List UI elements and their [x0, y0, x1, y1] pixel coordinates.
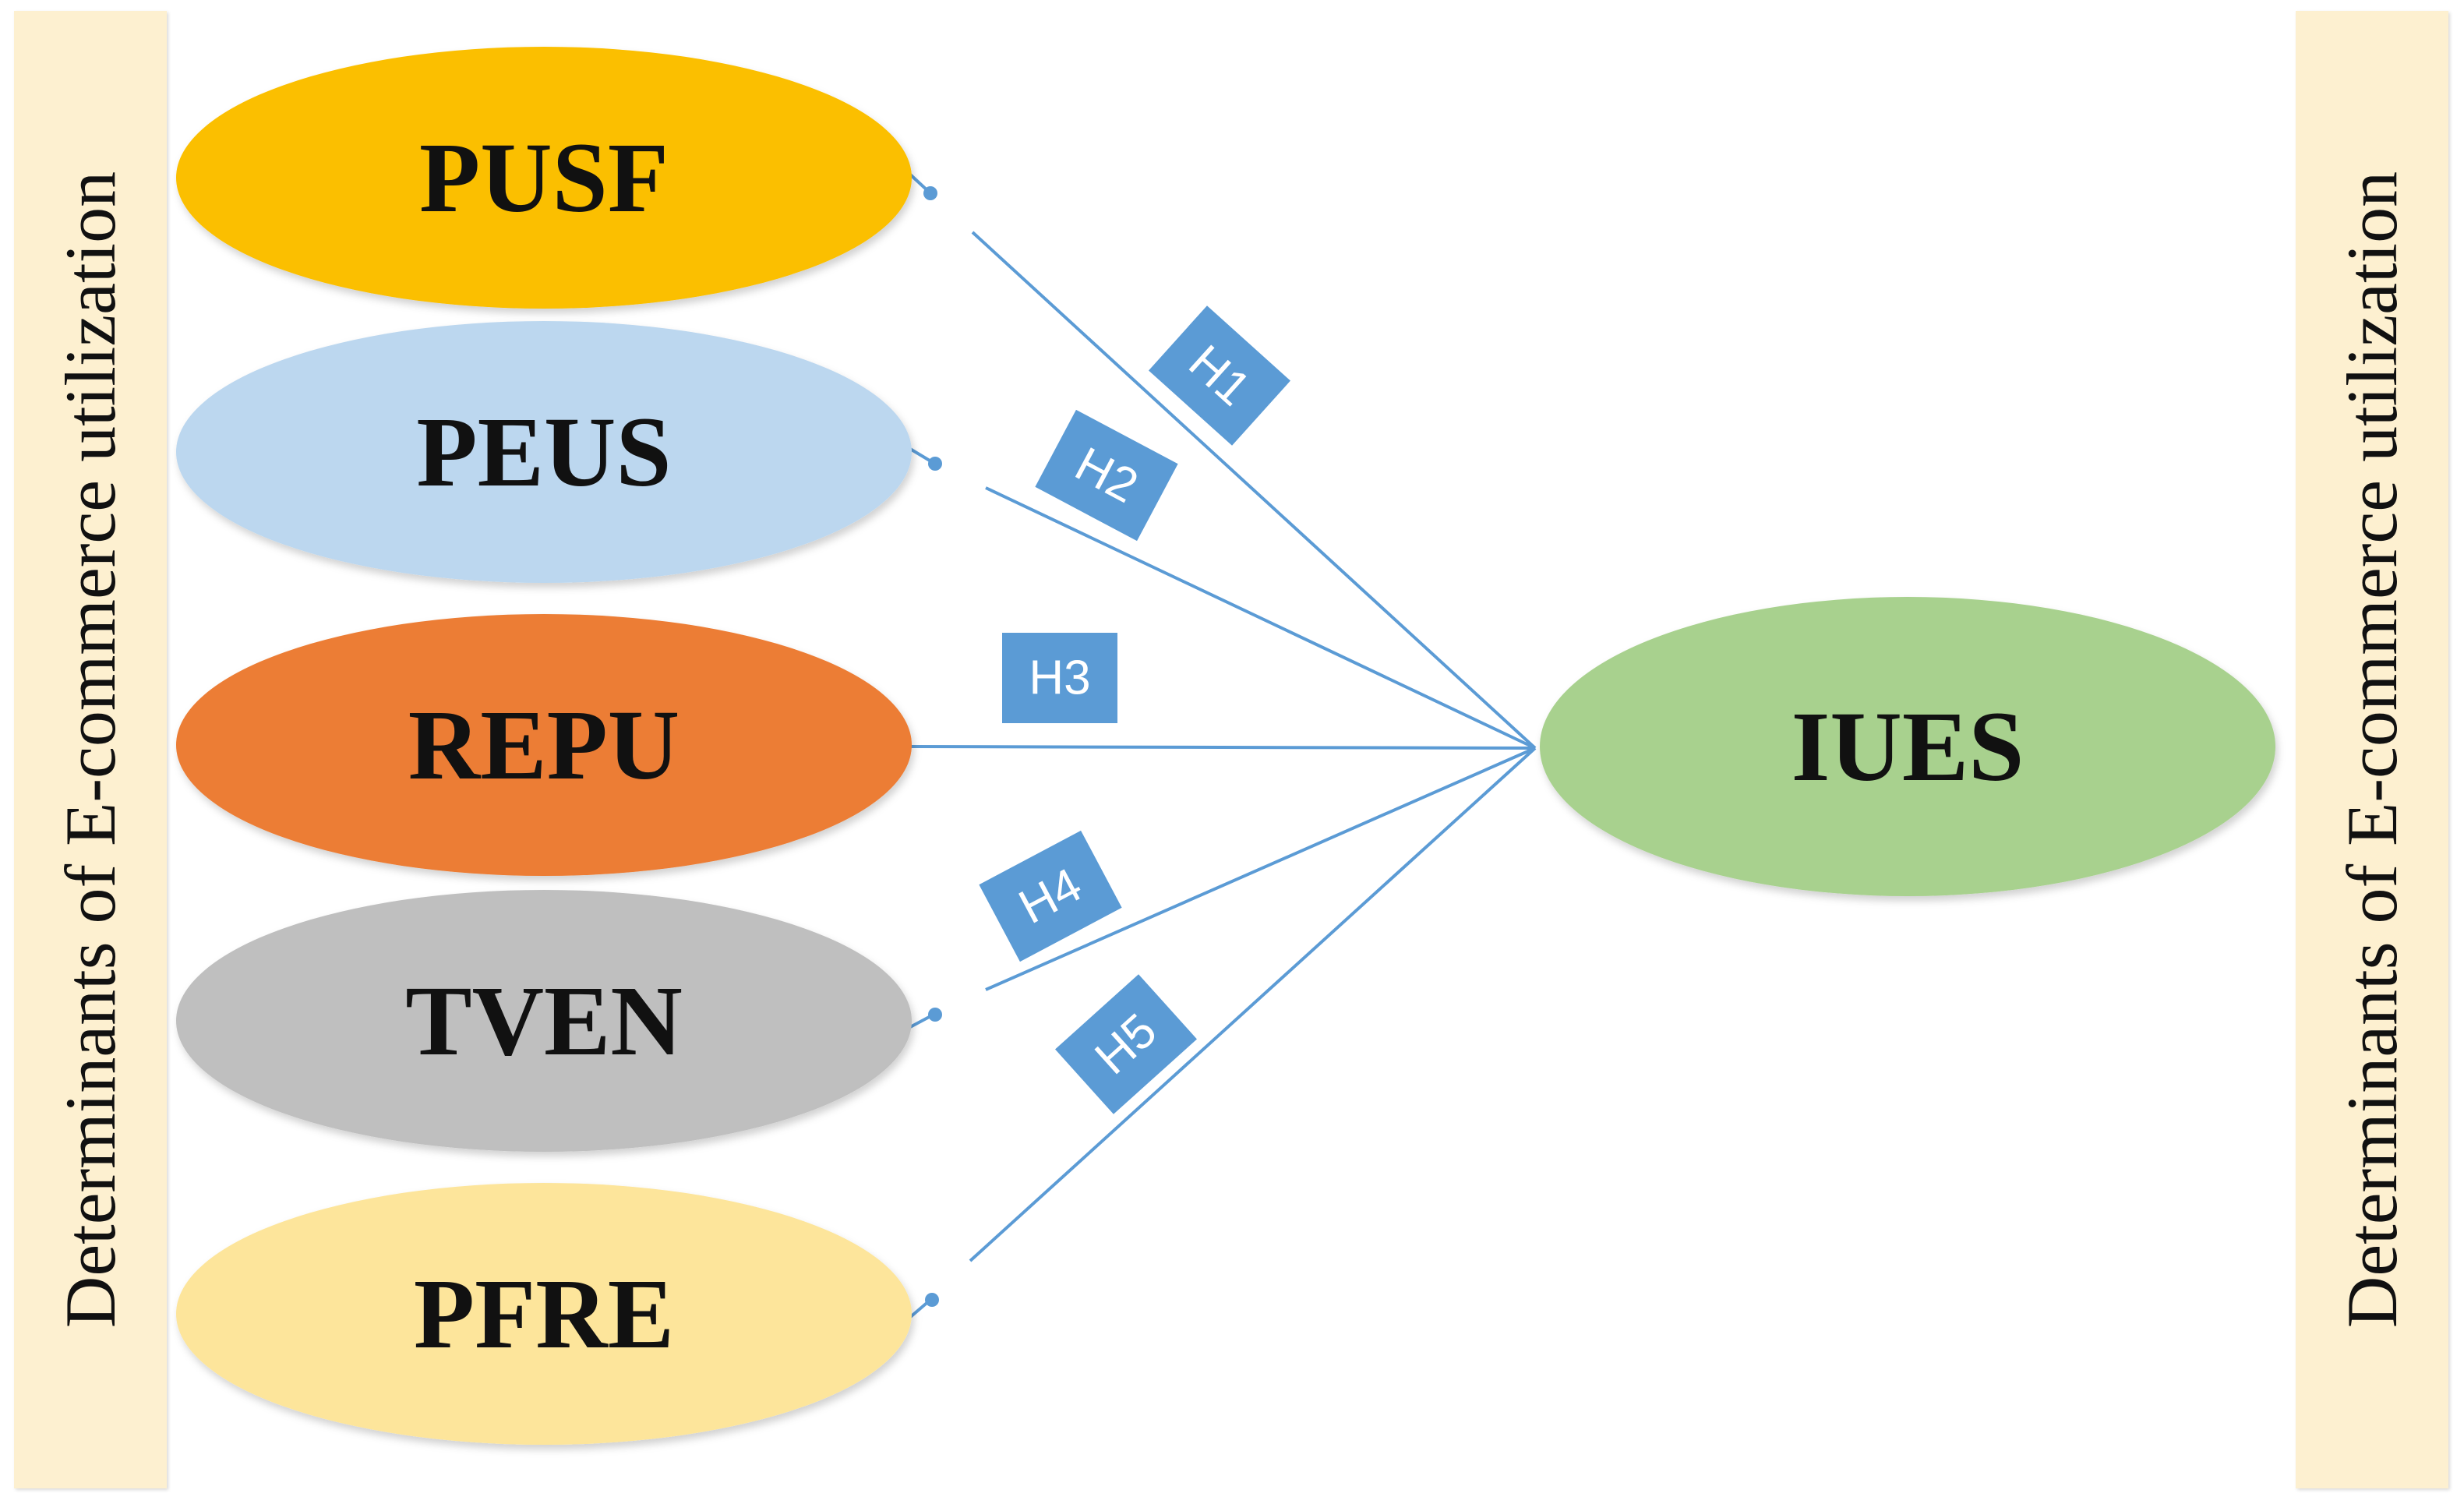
node-pfre-label: PFRE — [414, 1259, 674, 1369]
hypothesis-h5: H5 — [1055, 974, 1197, 1114]
connector-repu-ies — [909, 745, 1536, 750]
connector-dots — [923, 186, 942, 1307]
hypothesis-h2: H2 — [1035, 409, 1178, 542]
connector-pusf-ies — [971, 231, 1537, 750]
node-repu: REPU — [176, 614, 912, 876]
hypothesis-h4: H4 — [979, 830, 1122, 962]
hypothesis-h1-box — [1149, 305, 1290, 446]
dot-tven — [928, 1008, 942, 1022]
hypothesis-h1: H1 — [1149, 305, 1290, 446]
hypothesis-h5-box — [1055, 974, 1197, 1114]
connector-peus-ies — [985, 486, 1536, 750]
node-tven-shape — [176, 890, 912, 1152]
node-ies-shape — [1540, 597, 2275, 896]
right-side-panel: Determinants of E-commerce utilization — [2296, 11, 2448, 1488]
connector-pfre-ies — [969, 747, 1537, 1262]
node-ies: IUES — [1540, 597, 2275, 896]
left-side-panel: Determinants of E-commerce utilization — [14, 11, 167, 1488]
node-tven: TVEN — [176, 890, 912, 1152]
node-tven-label: TVEN — [405, 966, 683, 1076]
node-peus-shape — [176, 321, 912, 583]
node-ies-label: IUES — [1792, 691, 2025, 802]
dot-pfre — [925, 1293, 939, 1307]
dot-peus — [928, 457, 942, 471]
node-pfre: PFRE — [176, 1183, 912, 1445]
hypothesis-h2-box — [1035, 409, 1178, 542]
hypothesis-h4-box — [979, 830, 1122, 962]
node-pusf: PUSF — [176, 47, 912, 309]
node-pusf-label: PUSF — [419, 122, 669, 233]
hypothesis-h3-box — [1002, 633, 1117, 723]
hypothesis-h3: H3 — [1002, 633, 1117, 723]
node-repu-shape — [176, 614, 912, 876]
node-pusf-shape — [176, 47, 912, 309]
connector-tven-ies — [985, 747, 1536, 991]
dot-pusf — [923, 186, 937, 200]
hypothesis-h3-label: H3 — [1029, 651, 1090, 705]
node-peus-label: PEUS — [416, 397, 671, 507]
node-pfre-shape — [176, 1183, 912, 1445]
node-peus: PEUS — [176, 321, 912, 583]
node-repu-label: REPU — [408, 690, 680, 800]
